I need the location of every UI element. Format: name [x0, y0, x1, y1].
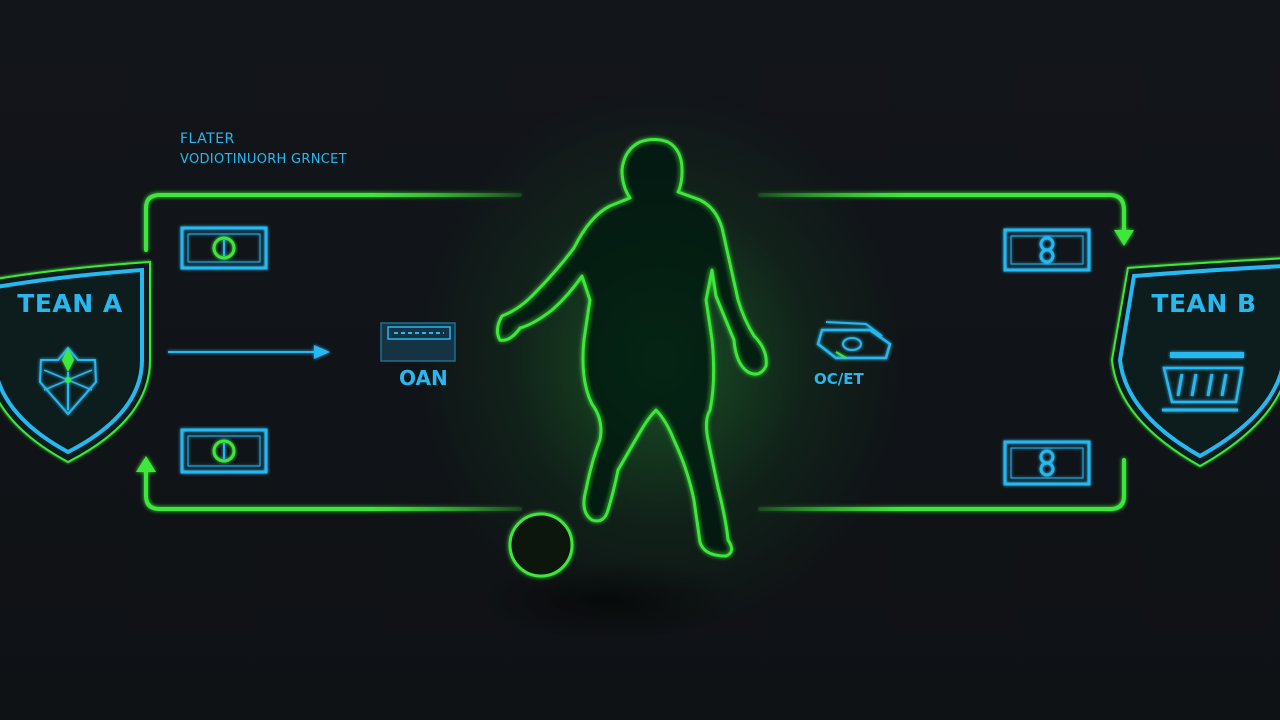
cash-stack-icon-left [380, 322, 456, 362]
diagram-subheading: VODIOTINUORH GRNCET [180, 152, 347, 167]
team-b-shield [1110, 257, 1280, 468]
leaf-shield-emblem-icon [38, 346, 98, 416]
banknote-icon-top-right [1003, 228, 1091, 272]
player-silhouette-icon [495, 138, 768, 558]
diagram-heading: FLATER [180, 131, 235, 147]
crest-emblem-icon [1162, 352, 1244, 412]
team-a-shield [0, 260, 151, 464]
banknote-icon-top-left [180, 226, 268, 270]
flow-bottom-right [758, 458, 1126, 511]
banknote-icon-bottom-left [180, 428, 268, 474]
player-shadow [480, 560, 740, 640]
ball-icon [508, 512, 574, 578]
team-a-label: TEAN A [17, 289, 123, 318]
flow-bottom-left-arrow [136, 456, 522, 511]
flow-top-left [144, 193, 522, 252]
transfer-label-left: OAN [399, 366, 448, 390]
transfer-arrow-left [168, 345, 330, 359]
team-b-label: TEAN B [1151, 289, 1257, 318]
cash-note-icon-right [816, 321, 892, 360]
flow-top-right-arrow [758, 193, 1134, 246]
transfer-label-right: OC/ET [814, 370, 864, 388]
banknote-icon-bottom-right [1003, 440, 1091, 486]
